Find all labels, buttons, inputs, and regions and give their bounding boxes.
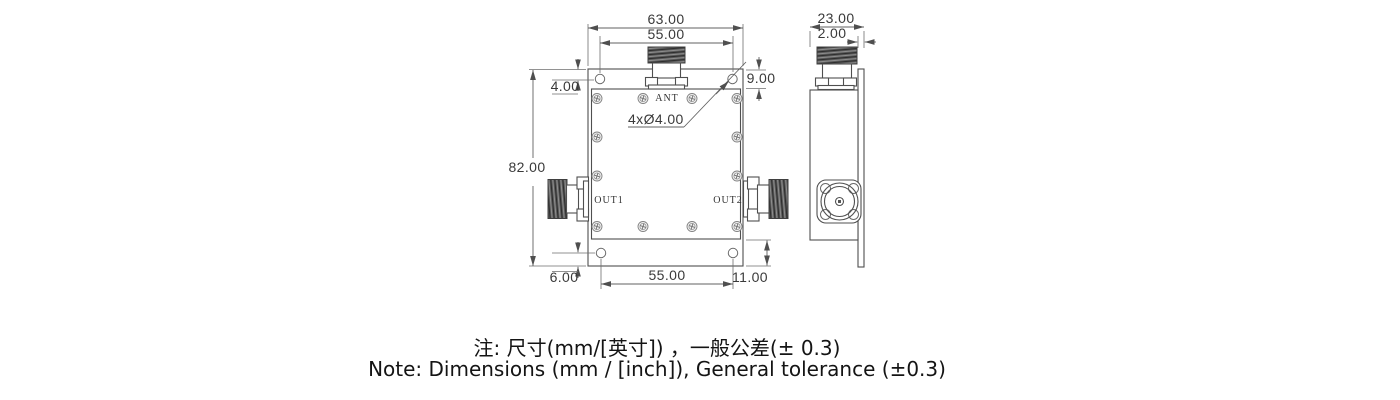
screw-icon	[686, 221, 698, 232]
ant-label: ANT	[655, 93, 679, 104]
dim-top-flange-height: 9.00	[747, 70, 776, 86]
out1-connector	[547, 176, 590, 222]
dim-overall-depth: 23.00	[817, 10, 854, 26]
screw-icon	[731, 221, 743, 232]
ant-connector	[644, 46, 689, 90]
side-back-plate	[857, 68, 865, 268]
screw-icon	[591, 170, 603, 182]
screw-icon	[591, 131, 603, 143]
out1-label: OUT1	[594, 195, 624, 206]
screw-icon	[637, 93, 649, 104]
screw-icon	[731, 131, 743, 143]
front-view: ANT OUT1 OUT2	[547, 46, 789, 267]
front-plate	[587, 68, 744, 267]
note-line-english: Note: Dimensions (mm / [inch]), General …	[368, 357, 946, 381]
side-flange-connector	[816, 179, 862, 224]
dim-plate-thickness: 2.00	[818, 25, 847, 41]
screw-icon	[591, 221, 603, 232]
screw-icon	[731, 170, 743, 182]
dim-top-hole-offset: 4.00	[551, 78, 580, 94]
dim-bottom-hole-offset: 6.00	[550, 269, 579, 285]
dim-top-hole-spacing: 55.00	[647, 26, 684, 42]
side-ant-connector	[814, 46, 858, 91]
screw-icon	[591, 93, 603, 104]
dim-hole-callout: 4xØ4.00	[628, 111, 684, 127]
dim-overall-width: 63.00	[647, 11, 684, 27]
out2-label: OUT2	[713, 195, 743, 206]
side-view	[809, 46, 865, 268]
mounting-holes	[594, 73, 739, 259]
note-line-chinese: 注: 尺寸(mm/[英寸]) ，一般公差(± 0.3)	[473, 336, 841, 360]
dim-overall-height: 82.00	[508, 159, 545, 175]
dimensions: 63.00 55.00 82.00 4.00 9.00	[508, 10, 876, 289]
out2-connector	[742, 176, 789, 222]
screw-icon	[637, 221, 649, 232]
dim-bottom-hole-spacing: 55.00	[648, 267, 685, 283]
screw-icon	[731, 93, 743, 104]
dim-bottom-flange-height: 11.00	[732, 269, 768, 285]
screw-icon	[686, 93, 698, 104]
